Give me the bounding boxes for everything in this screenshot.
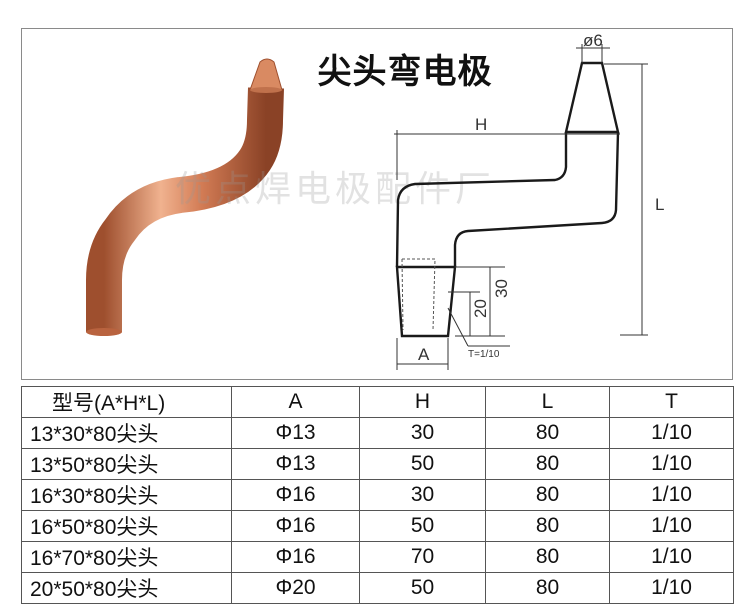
cell-l: 80	[485, 510, 610, 542]
diagram-frame	[21, 28, 733, 380]
l-label: L	[655, 195, 664, 214]
inner-taper-dashed	[401, 258, 436, 331]
taper-label: T=1/10	[468, 349, 500, 360]
cell-h: 70	[359, 541, 486, 573]
dim-20-label: 20	[471, 299, 490, 318]
table-row: 13*30*80尖头 Φ13 30 80 1/10	[21, 417, 734, 449]
cell-a: Φ16	[231, 541, 360, 573]
electrode-outline	[395, 61, 620, 338]
cell-t: 1/10	[609, 448, 734, 480]
cell-t: 1/10	[609, 541, 734, 573]
cell-model: 13*50*80尖头	[21, 448, 232, 480]
header-h: H	[359, 386, 486, 418]
h-label: H	[475, 115, 487, 134]
cell-l: 80	[485, 479, 610, 511]
table-row: 16*50*80尖头 Φ16 50 80 1/10	[21, 510, 734, 542]
electrode-photo	[86, 58, 284, 336]
cell-model: 13*30*80尖头	[21, 417, 232, 449]
cell-h: 50	[359, 572, 486, 604]
cell-t: 1/10	[609, 510, 734, 542]
table-row: 16*70*80尖头 Φ16 70 80 1/10	[21, 541, 734, 573]
cell-l: 80	[485, 572, 610, 604]
cell-model: 16*30*80尖头	[21, 479, 232, 511]
cell-h: 50	[359, 510, 486, 542]
cell-model: 16*50*80尖头	[21, 510, 232, 542]
dim-30-label: 30	[492, 279, 511, 298]
cell-t: 1/10	[609, 417, 734, 449]
cell-h: 30	[359, 479, 486, 511]
page-title: 尖头弯电极	[317, 52, 493, 92]
cell-a: Φ20	[231, 572, 360, 604]
technical-drawing: ø6 H L A 30 20 T=1/10	[394, 31, 664, 370]
table-header-row: 型号(A*H*L) A H L T	[21, 386, 734, 418]
header-model: 型号(A*H*L)	[21, 386, 232, 418]
header-a: A	[231, 386, 360, 418]
a-label: A	[418, 345, 430, 364]
cell-l: 80	[485, 448, 610, 480]
cell-l: 80	[485, 417, 610, 449]
cell-a: Φ13	[231, 448, 360, 480]
cell-l: 80	[485, 541, 610, 573]
spec-table: 型号(A*H*L) A H L T 13*30*80尖头 Φ13 30 80 1…	[21, 386, 734, 604]
dimension-lines	[394, 44, 648, 370]
cell-a: Φ13	[231, 417, 360, 449]
phi-label: ø6	[583, 31, 603, 50]
cell-h: 50	[359, 448, 486, 480]
electrode-body	[86, 58, 284, 336]
table-row: 16*30*80尖头 Φ16 30 80 1/10	[21, 479, 734, 511]
header-t: T	[609, 386, 734, 418]
cell-t: 1/10	[609, 479, 734, 511]
header-l: L	[485, 386, 610, 418]
table-row: 13*50*80尖头 Φ13 50 80 1/10	[21, 448, 734, 480]
cell-model: 20*50*80尖头	[21, 572, 232, 604]
cell-model: 16*70*80尖头	[21, 541, 232, 573]
cell-a: Φ16	[231, 479, 360, 511]
cell-t: 1/10	[609, 572, 734, 604]
watermark: 优点焊电极配件厂	[175, 169, 496, 210]
cell-h: 30	[359, 417, 486, 449]
cell-a: Φ16	[231, 510, 360, 542]
table-row: 20*50*80尖头 Φ20 50 80 1/10	[21, 572, 734, 604]
